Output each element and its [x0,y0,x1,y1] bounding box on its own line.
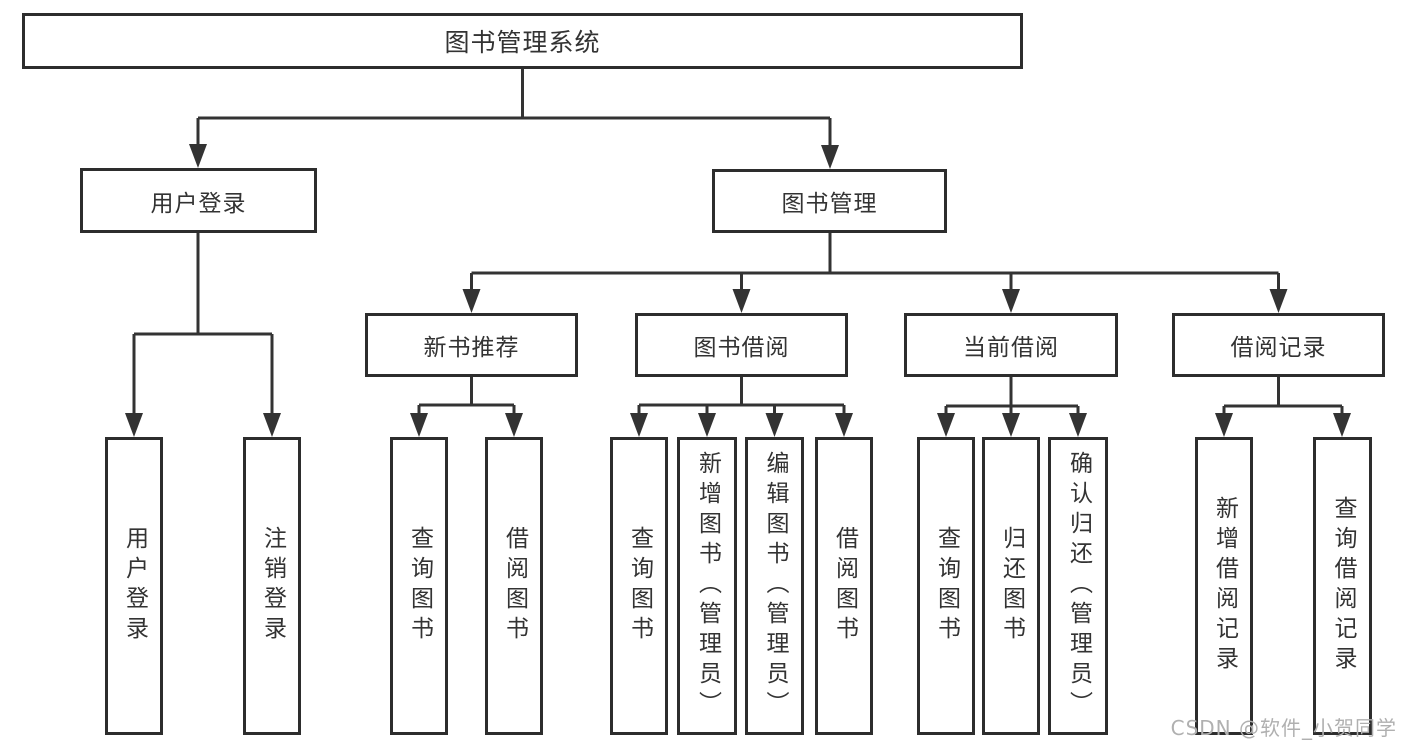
node-label: 借阅图书 [501,526,528,646]
leaf-confirm-return-admin: 确认归还（管理员） [1048,437,1108,735]
csdn-watermark: CSDN @软件_小贺同学 [1170,716,1397,740]
leaf-logout: 注销登录 [243,437,301,735]
leaf-user-login: 用户登录 [105,437,163,735]
node-label: 当前借阅 [963,335,1059,361]
leaf-return-book: 归还图书 [982,437,1040,735]
node-label: 编辑图书（管理员） [762,451,788,721]
node-library-management-system: 图书管理系统 [22,13,1023,69]
node-label: 新书推荐 [423,335,520,361]
node-label: 新增借阅记录 [1211,496,1238,676]
node-label: 图书管理 [781,191,878,217]
leaf-borrow-books-recommend: 借阅图书 [485,437,543,735]
node-label: 借阅图书 [831,526,858,646]
node-label: 新增图书（管理员） [694,451,721,721]
leaf-query-borrow-record: 查询借阅记录 [1313,437,1372,735]
leaf-edit-book-admin: 编辑图书（管理员） [745,437,804,735]
leaf-query-books-borrow: 查询图书 [610,437,668,735]
node-label: 图书管理系统 [444,28,601,57]
node-new-book-recommendation: 新书推荐 [365,313,578,377]
node-label: 查询图书 [626,526,653,646]
leaf-borrow-books: 借阅图书 [815,437,873,735]
node-book-borrowing: 图书借阅 [635,313,848,377]
leaf-add-borrow-record: 新增借阅记录 [1195,437,1253,735]
node-label: 查询图书 [933,526,960,646]
leaf-query-books-current: 查询图书 [917,437,975,735]
node-user-login: 用户登录 [80,168,317,233]
leaf-query-books-recommend: 查询图书 [390,437,448,735]
node-book-management: 图书管理 [712,169,947,233]
node-label: 查询借阅记录 [1330,496,1356,676]
node-label: 用户登录 [150,190,247,217]
node-borrowing-records: 借阅记录 [1172,313,1385,377]
node-label: 注销登录 [259,526,286,646]
node-label: 借阅记录 [1230,335,1327,361]
node-label: 确认归还（管理员） [1065,451,1092,721]
leaf-add-book-admin: 新增图书（管理员） [677,437,737,735]
node-label: 用户登录 [121,526,148,646]
node-label: 图书借阅 [693,335,790,361]
node-label: 归还图书 [998,526,1025,646]
node-label: 查询图书 [406,526,433,646]
node-current-borrowing: 当前借阅 [904,313,1118,377]
